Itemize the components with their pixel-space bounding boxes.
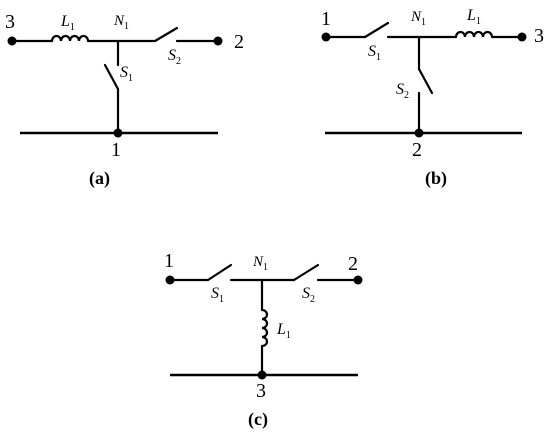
- panel-a-inductor-label: L1: [60, 13, 75, 33]
- panel-c-terminal-bottom-dot: [257, 370, 267, 380]
- panel-c-switch-right: [292, 263, 320, 282]
- panel-a-caption: (a): [89, 168, 110, 189]
- panel-a-inductor: [50, 34, 90, 42]
- panel-c-terminal-left-dot: [165, 275, 175, 285]
- panel-c-switch-left: [206, 263, 233, 282]
- panel-a-switch-top-label: S2: [168, 47, 181, 67]
- panel-b-node-label: N1: [410, 9, 426, 28]
- panel-b-switch-branch: [417, 67, 434, 95]
- panel-c-node-label: N1: [252, 254, 268, 273]
- panel-a-switch-branch-label: S1: [120, 64, 133, 84]
- panel-c-inductor: [261, 308, 269, 348]
- panel-a-switch-top: [153, 26, 179, 43]
- panel-b-terminal-left-label: 1: [321, 8, 331, 30]
- panel-b-terminal-bottom-label: 2: [412, 139, 422, 161]
- panel-b: 1 3 2 L1 N1 S1 S2 (b): [321, 7, 544, 189]
- panel-c-terminal-right-dot: [353, 275, 363, 285]
- panel-c-inductor-label: L1: [276, 321, 291, 341]
- panel-a-switch-branch: [103, 63, 120, 91]
- panel-a-terminal-right-dot: [213, 36, 223, 46]
- panel-c-terminal-bottom-label: 3: [256, 380, 266, 402]
- panel-c: 1 2 3 N1 L1 S1 S2 (c): [164, 250, 363, 430]
- panel-b-terminal-left-dot: [321, 32, 331, 42]
- panel-a-node-label: N1: [113, 13, 129, 32]
- panel-c-switch-left-label: S1: [211, 285, 224, 305]
- panel-a-terminal-bottom-dot: [113, 128, 123, 138]
- panel-c-terminal-left-label: 1: [164, 250, 174, 272]
- panel-b-switch-branch-label: S2: [396, 81, 409, 101]
- panel-a: 3 2 1 L1 N1 S2 S1 (a): [5, 11, 244, 189]
- panel-b-inductor: [454, 30, 494, 38]
- panel-a-terminal-right-label: 2: [234, 31, 244, 53]
- panel-b-terminal-bottom-dot: [414, 128, 424, 138]
- panel-b-switch-top-label: S1: [368, 43, 381, 63]
- panel-a-terminal-bottom-label: 1: [111, 139, 121, 161]
- panel-b-inductor-label: L1: [466, 7, 481, 27]
- panel-b-terminal-right-label: 3: [534, 25, 544, 47]
- panel-c-caption: (c): [248, 409, 268, 430]
- panel-a-terminal-left-dot: [7, 36, 17, 46]
- panel-b-switch-top: [363, 21, 390, 39]
- panel-a-terminal-left-label: 3: [5, 11, 15, 33]
- panel-c-terminal-right-label: 2: [348, 253, 358, 275]
- panel-b-caption: (b): [425, 168, 447, 189]
- panel-c-switch-right-label: S2: [302, 285, 315, 305]
- panel-b-terminal-right-dot: [517, 32, 527, 42]
